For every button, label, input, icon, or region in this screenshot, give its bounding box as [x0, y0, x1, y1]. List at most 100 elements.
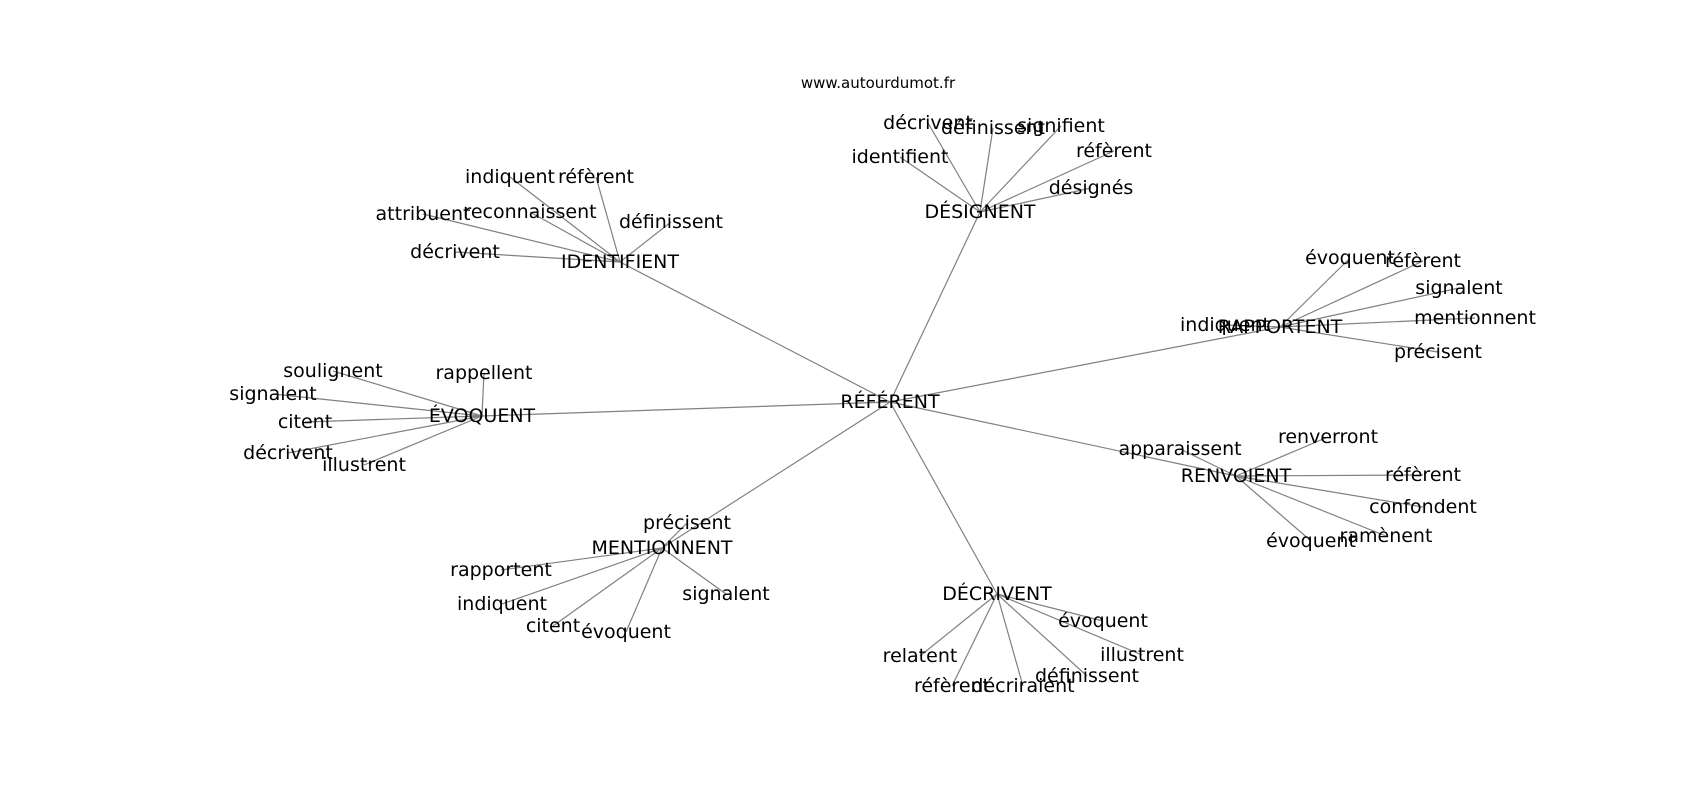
verb-node: RENVOIENT [1181, 465, 1292, 487]
leaf-node: réfèrent [558, 166, 634, 188]
graph-edges [272, 122, 1476, 687]
leaf-node: définissent [1035, 665, 1139, 687]
leaf-node: apparaissent [1118, 438, 1241, 460]
leaf-edge [509, 176, 621, 263]
leaf-node: signalent [682, 583, 769, 605]
leaf-edge [1279, 257, 1351, 328]
leaf-edge [304, 415, 483, 423]
leaf-edge [1279, 326, 1439, 353]
graph-labels: www.autourdumot.fr RÉFÉRENT DÉSIGNENT décr… [229, 74, 1536, 697]
leaf-node: citent [278, 411, 332, 433]
center-edge [481, 401, 891, 417]
leaf-edge [1235, 475, 1387, 537]
leaf-edge [529, 211, 621, 263]
leaf-node: précisent [643, 512, 731, 534]
verb-node: DÉCRIVENT [942, 582, 1052, 605]
leaf-node: identifient [852, 146, 949, 168]
center-edge [889, 401, 998, 595]
leaf-node: signalent [1415, 277, 1502, 299]
leaf-edge [996, 593, 1088, 677]
leaf-edge [1235, 475, 1424, 508]
leaf-edge [1235, 436, 1329, 477]
leaf-node: décrivent [243, 442, 333, 464]
site-url: www.autourdumot.fr [801, 74, 956, 92]
leaf-node: relatent [883, 645, 958, 667]
center-edge [889, 211, 981, 403]
leaf-edge [661, 522, 688, 549]
leaf-edge [1279, 260, 1424, 328]
leaf-edge [272, 393, 483, 417]
center-node: RÉFÉRENT [840, 390, 940, 413]
verb-node: RAPPORTENT [1218, 316, 1343, 338]
center-edge [619, 261, 891, 403]
leaf-edge [1235, 475, 1312, 542]
leaf-edge [422, 213, 621, 263]
leaf-edge [1279, 287, 1460, 328]
leaf-edge [1235, 474, 1424, 477]
leaf-edge [979, 127, 994, 213]
verb-node: ÉVOQUENT [429, 404, 536, 427]
leaf-edge [619, 221, 672, 263]
leaf-node: décrivent [410, 241, 500, 263]
leaf-node: citent [526, 615, 580, 637]
leaf-edge [501, 547, 663, 605]
center-edge [661, 401, 891, 549]
leaf-edge [899, 156, 981, 213]
leaf-edge [552, 547, 663, 627]
leaf-node: rappellent [435, 362, 532, 384]
leaf-edge [951, 593, 998, 687]
leaf-edge [625, 547, 663, 633]
leaf-edge [927, 122, 981, 213]
leaf-node: désignés [1049, 177, 1134, 199]
center-edge [889, 401, 1237, 477]
leaf-node: indiquent [1180, 314, 1270, 336]
leaf-node: mentionnent [1414, 307, 1536, 329]
verb-node: IDENTIFIENT [561, 251, 679, 273]
leaf-node: décrivent [883, 112, 973, 134]
leaf-edge [979, 187, 1092, 213]
leaf-node: réfèrent [1385, 464, 1461, 486]
leaf-node: évoquent [581, 621, 671, 643]
leaf-node: évoquent [1266, 530, 1356, 552]
leaf-node: indiquent [465, 166, 555, 188]
leaf-node: réfèrent [1076, 140, 1152, 162]
leaf-edge [996, 593, 1143, 656]
leaf-node: soulignent [283, 360, 382, 382]
leaf-node: attribuent [376, 203, 471, 225]
leaf-edge [1279, 317, 1476, 328]
leaf-node: illustrent [322, 454, 406, 476]
leaf-edge [332, 370, 483, 417]
leaf-node: évoquent [1058, 610, 1148, 632]
leaf-edge [996, 593, 1024, 687]
leaf-node: décriraient [971, 675, 1074, 697]
leaf-edge [1224, 324, 1281, 328]
leaf-node: précisent [1394, 341, 1482, 363]
leaf-node: rapportent [450, 559, 552, 581]
leaf-edge [454, 251, 621, 263]
leaf-node: renverront [1278, 426, 1378, 448]
leaf-edge [1179, 448, 1237, 477]
leaf-edge [979, 125, 1062, 213]
leaf-node: signalent [229, 383, 316, 405]
leaf-node: définissent [619, 211, 723, 233]
leaf-edge [979, 150, 1115, 213]
leaf-node: illustrent [1100, 644, 1184, 666]
leaf-edge [996, 593, 1104, 622]
leaf-edge [481, 372, 485, 417]
leaf-edge [595, 176, 621, 263]
verb-node: DÉSIGNENT [924, 200, 1035, 223]
leaf-edge [919, 593, 998, 657]
leaf-node: évoquent [1305, 247, 1395, 269]
leaf-node: reconnaissent [463, 201, 596, 223]
leaf-node: confondent [1369, 496, 1477, 518]
leaf-edge [500, 547, 663, 571]
leaf-edge [287, 415, 483, 454]
leaf-node: réfèrent [1385, 250, 1461, 272]
center-edge [889, 326, 1281, 403]
verb-node: MENTIONNENT [591, 537, 732, 559]
leaf-node: réfèrent [914, 675, 990, 697]
leaf-node: définissent [941, 117, 1045, 139]
leaf-node: ramènent [1340, 525, 1433, 547]
leaf-node: indiquent [457, 593, 547, 615]
